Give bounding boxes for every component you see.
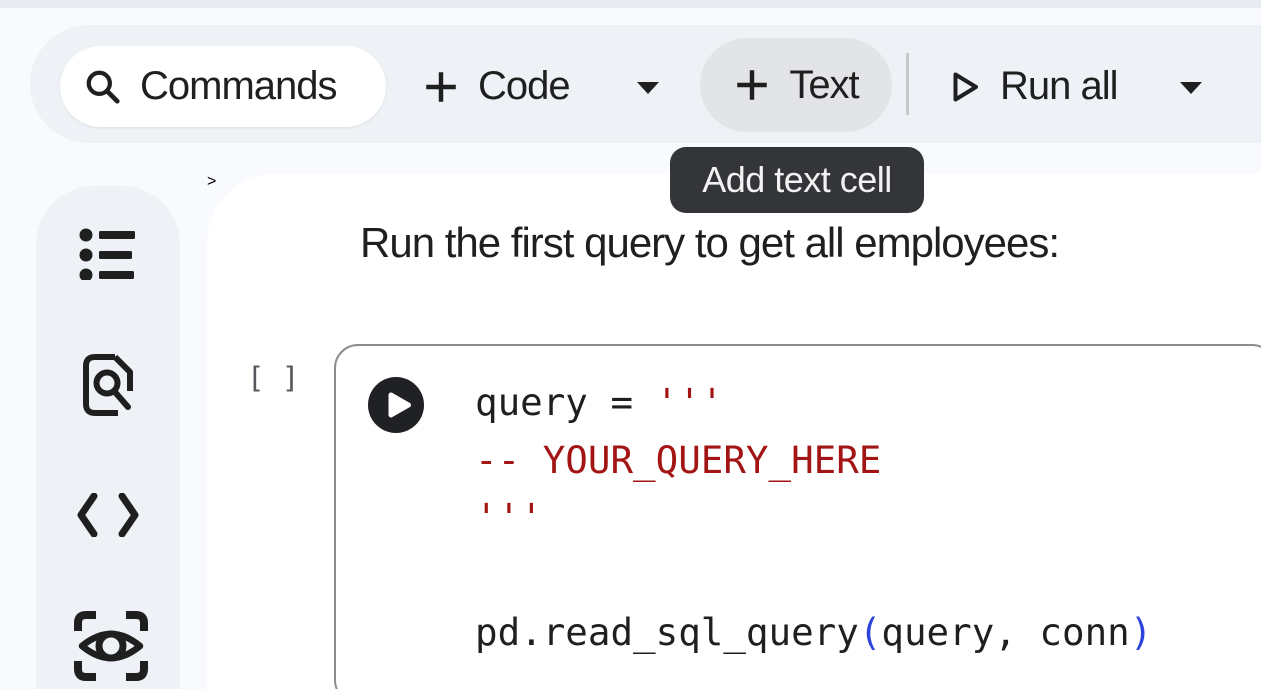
find-in-document-icon: [83, 354, 133, 416]
table-of-contents-icon: [79, 228, 135, 280]
sidebar-item-code-snippets[interactable]: [77, 493, 139, 537]
sidebar-item-variable-inspector[interactable]: [73, 610, 149, 682]
play-icon: [388, 392, 411, 418]
code-editor[interactable]: query = ''' -- YOUR_QUERY_HERE ''' pd.read_…: [475, 374, 1261, 662]
add-text-button[interactable]: Text: [700, 38, 892, 132]
add-code-dropdown-caret-icon[interactable]: [637, 82, 659, 94]
code-line[interactable]: [475, 547, 1261, 605]
code-line[interactable]: -- YOUR_QUERY_HERE: [475, 432, 1261, 490]
code-cell[interactable]: [334, 344, 1261, 689]
tooltip: Add text cell: [670, 147, 924, 213]
notebook-toolbar: Commands Code Text Run all: [30, 25, 1261, 143]
run-all-label: Run all: [1000, 64, 1119, 108]
sidebar-item-table-of-contents[interactable]: [79, 228, 137, 280]
top-edge-strip: [0, 0, 1261, 8]
code-token-string: ''': [655, 380, 724, 424]
eye-scan-icon: [74, 611, 148, 681]
code-line[interactable]: query = ''': [475, 374, 1261, 432]
sidebar-item-find-in-document[interactable]: [82, 353, 134, 417]
commands-button[interactable]: Commands: [60, 46, 386, 127]
plus-icon: [737, 70, 768, 100]
toolbar-divider: [906, 53, 909, 115]
code-token-bracket: ): [1129, 610, 1153, 654]
code-token-string: -- YOUR_QUERY_HERE: [475, 437, 882, 482]
tooltip-text: Add text cell: [702, 159, 892, 200]
add-text-label: Text: [789, 62, 859, 107]
run-all-button[interactable]: Run all: [946, 46, 1119, 127]
code-line[interactable]: pd.read_sql_query(query, conn): [475, 604, 1261, 662]
commands-label: Commands: [140, 64, 338, 108]
code-token-plain: pd.read_sql_query: [475, 610, 859, 654]
plus-icon: [426, 71, 456, 102]
code-token-string: ''': [475, 495, 543, 539]
text-cell-heading: Run the first query to get all employees…: [360, 219, 1060, 266]
run-all-dropdown-caret-icon[interactable]: [1180, 82, 1202, 94]
execution-indicator: [ ]: [247, 361, 300, 395]
play-outline-icon: [953, 72, 978, 101]
run-cell-button[interactable]: [368, 377, 424, 433]
code-line[interactable]: ''': [475, 489, 1261, 547]
left-sidebar: [36, 186, 180, 689]
code-snippets-icon: [77, 493, 139, 537]
code-token-plain: query =: [475, 380, 656, 424]
add-code-label: Code: [478, 64, 571, 108]
add-code-button[interactable]: Code: [422, 46, 571, 127]
code-token-plain: query, conn: [881, 610, 1130, 654]
code-token-bracket: (: [858, 610, 882, 654]
search-icon: [86, 70, 120, 104]
